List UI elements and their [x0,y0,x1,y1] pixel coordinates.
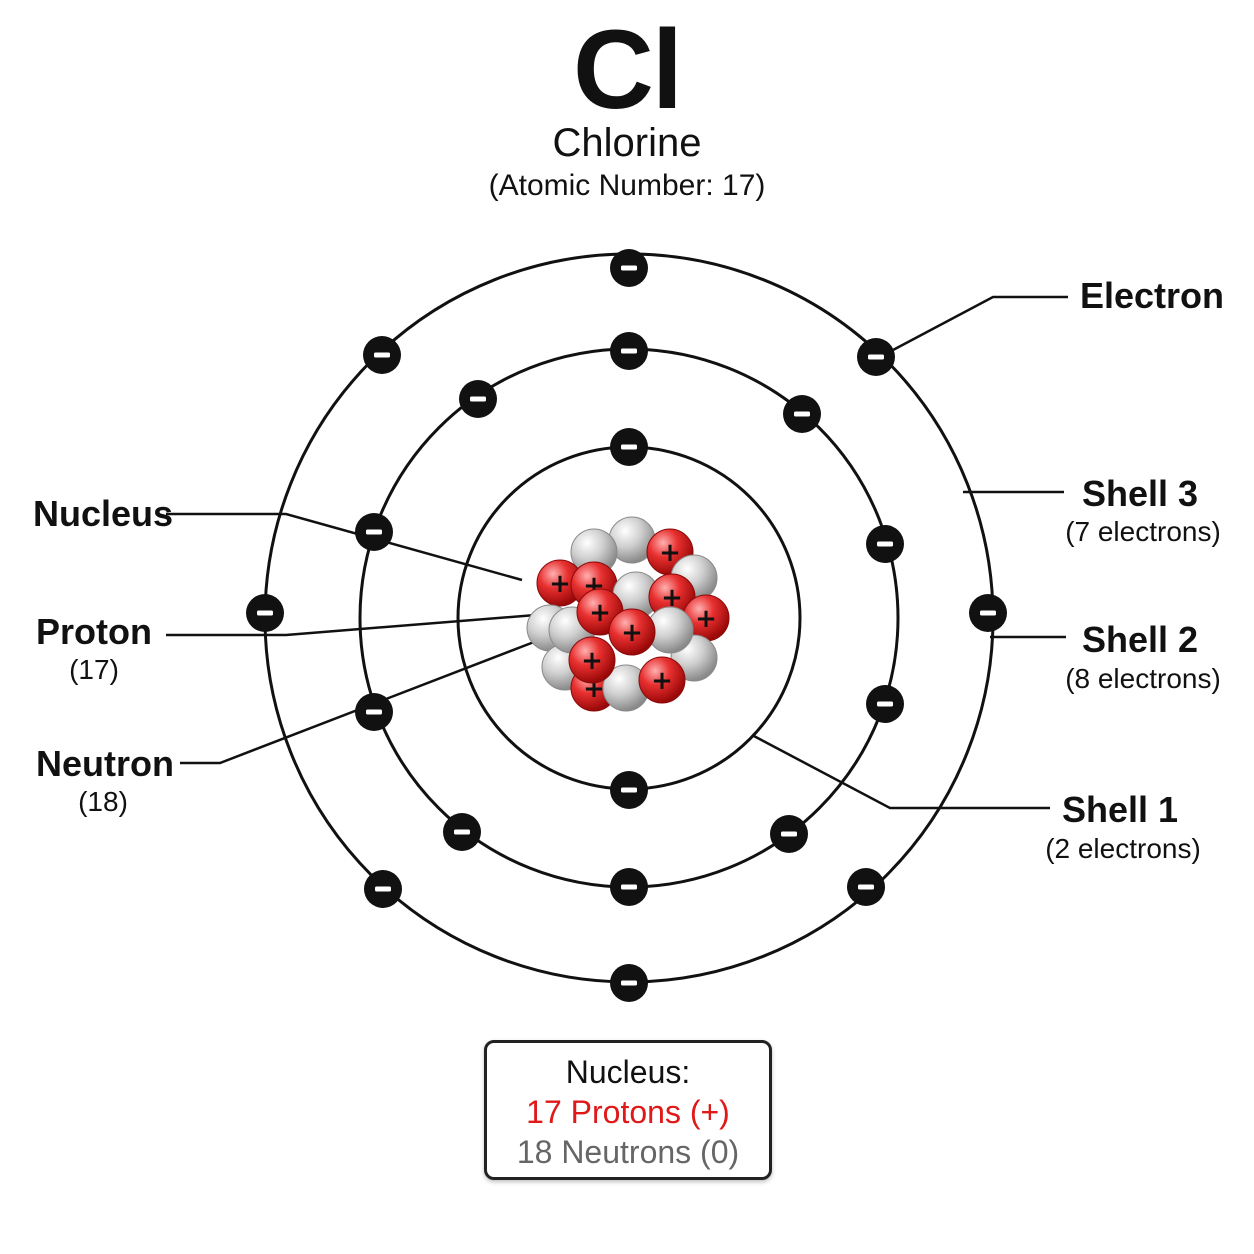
element-name: Chlorine [552,121,702,165]
neutron-count: (18) [78,786,128,817]
proton-sign: + [661,583,683,613]
nucleus-summary-box: Nucleus: 17 Protons (+) 18 Neutrons (0) [484,1040,772,1180]
proton: + [648,573,696,621]
electrons [246,249,1007,1002]
proton: + [568,636,616,684]
proton: + [608,608,656,656]
proton-sign: + [659,538,681,568]
proton-sign: + [621,618,643,648]
proton-count: (17) [69,654,119,685]
electron-leader [892,295,1068,352]
electron [610,771,648,809]
proton: + [536,559,584,607]
nucleus-leader [166,512,523,582]
electron [246,594,284,632]
summary-protons: 17 Protons (+) [526,1094,730,1130]
electron [610,964,648,1002]
shell1-count: (2 electrons) [1045,833,1201,864]
electron [847,868,885,906]
neutron-leader [180,640,535,765]
proton-sign: + [549,569,571,599]
proton-leader [166,612,549,637]
electron [857,338,895,376]
electron-label: Electron [1080,275,1225,316]
shell3-label: Shell 3 [1081,473,1199,514]
electron [459,380,497,418]
proton-sign: + [651,666,673,696]
proton: + [638,656,686,704]
electron [610,249,648,287]
neutron-label: Neutron [36,743,174,784]
electron [610,868,648,906]
nucleus-label: Nucleus [33,493,174,534]
element-symbol: Cl [573,7,683,132]
electron [969,594,1007,632]
proton-sign: + [581,646,603,676]
electron [783,395,821,433]
shell1-label: Shell 1 [1061,789,1179,830]
shell1-leader [751,733,1050,810]
electron [610,428,648,466]
electron [355,693,393,731]
proton-sign: + [695,604,717,634]
proton: + [682,594,730,642]
summary-title: Nucleus: [565,1054,691,1090]
proton-label: Proton [36,611,152,652]
shell2-label: Shell 2 [1081,619,1199,660]
electron [866,685,904,723]
electron [610,332,648,370]
electron [364,870,402,908]
shell2-count: (8 electrons) [1065,663,1221,694]
leader-lines [166,295,1068,810]
electron [363,336,401,374]
atomic-number: (Atomic Number: 17) [488,169,766,202]
nucleus: ++++++++++ [526,516,730,712]
electron [866,525,904,563]
shell3-count: (7 electrons) [1065,516,1221,547]
proton-sign: + [589,598,611,628]
summary-neutrons: 18 Neutrons (0) [516,1134,740,1170]
electron [443,813,481,851]
electron [770,815,808,853]
electron [355,513,393,551]
